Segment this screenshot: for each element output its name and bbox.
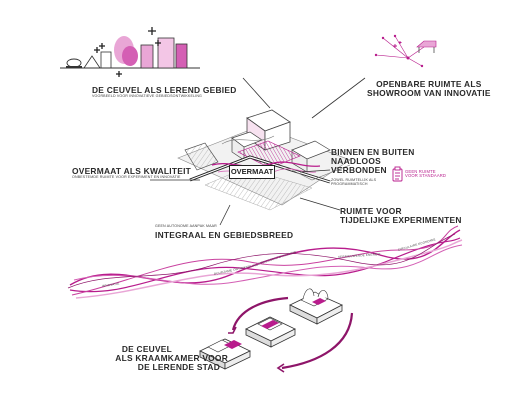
lerend-gebied-title: DE CEUVEL ALS LEREND GEBIED <box>92 85 237 95</box>
stage-3-block <box>289 288 343 325</box>
showroom-line-2: SHOWROOM VAN INNOVATIE <box>367 87 491 98</box>
ribbons <box>67 225 463 299</box>
lerend-gebied-subtitle: VOORBEELD VOOR INNOVATIEVE GEBIEDSONTWIK… <box>92 94 203 98</box>
standaard-label: GEEN RUIMTE VOOR STANDAARD <box>405 169 447 179</box>
kwaliteit-subtitle: ONBESTEMDE RUIMTE VOOR EXPERIMENT EN INN… <box>72 175 181 179</box>
standaard-line-1: GEEN RUIMTE <box>405 169 436 174</box>
showroom-label: OPENBARE RUIMTE ALS SHOWROOM VAN INNOVAT… <box>367 80 491 98</box>
standaard-line-2: VOOR STANDAARD <box>405 173 447 179</box>
kraamkamer-label: DE CEUVEL ALS KRAAMKAMER VOOR DE LERENDE… <box>108 345 228 371</box>
kraamkamer-line-1: DE CEUVEL <box>121 344 172 354</box>
showroom-line-1: OPENBARE RUIMTE ALS <box>376 79 482 89</box>
overmaat-badge: OVERMAAT <box>229 165 275 179</box>
site-axonometric <box>177 109 351 211</box>
leader-lines <box>150 77 366 226</box>
integraal-title: INTEGRAAL EN GEBIEDSBREED <box>155 230 294 240</box>
verbonden-subtitle: ZOWEL RUIMTELIJK ALS PROGRAMMATISCH <box>331 178 377 187</box>
experimenten-line-1: RUIMTE VOOR <box>340 206 402 216</box>
clipboard-icon <box>392 166 403 182</box>
kraamkamer-line-2: ALS KRAAMKAMER VOOR <box>115 352 228 363</box>
verbonden-sub-line-1: ZOWEL RUIMTELIJK ALS <box>331 178 377 182</box>
stage-2-block <box>245 316 296 348</box>
network-icon <box>374 34 437 68</box>
plus-icons <box>94 27 161 77</box>
verbonden-label: BINNEN EN BUITEN NAADLOOS VERBONDEN <box>331 148 415 174</box>
verbonden-line-3: VERBONDEN <box>331 164 387 175</box>
experimenten-label: RUIMTE VOOR TIJDELIJKE EXPERIMENTEN <box>340 207 462 225</box>
bottom-sequence <box>199 288 354 373</box>
verbonden-sub-line-2: PROGRAMMATISCH <box>331 181 368 186</box>
stage-1-block <box>199 338 251 370</box>
verbonden-line-1: BINNEN EN BUITEN <box>331 147 415 157</box>
experimenten-line-2: TIJDELIJKE EXPERIMENTEN <box>340 214 462 225</box>
verbonden-line-2: NAADLOOS <box>331 155 381 166</box>
integraal-subtitle: GEEN AUTONOME AANPAK MAAR <box>155 224 217 228</box>
curved-arrows <box>228 296 354 373</box>
skyline-icon <box>60 36 200 69</box>
kraamkamer-line-3: DE LERENDE STAD <box>137 361 220 372</box>
kwaliteit-title: OVERMAAT ALS KWALITEIT <box>72 166 192 176</box>
